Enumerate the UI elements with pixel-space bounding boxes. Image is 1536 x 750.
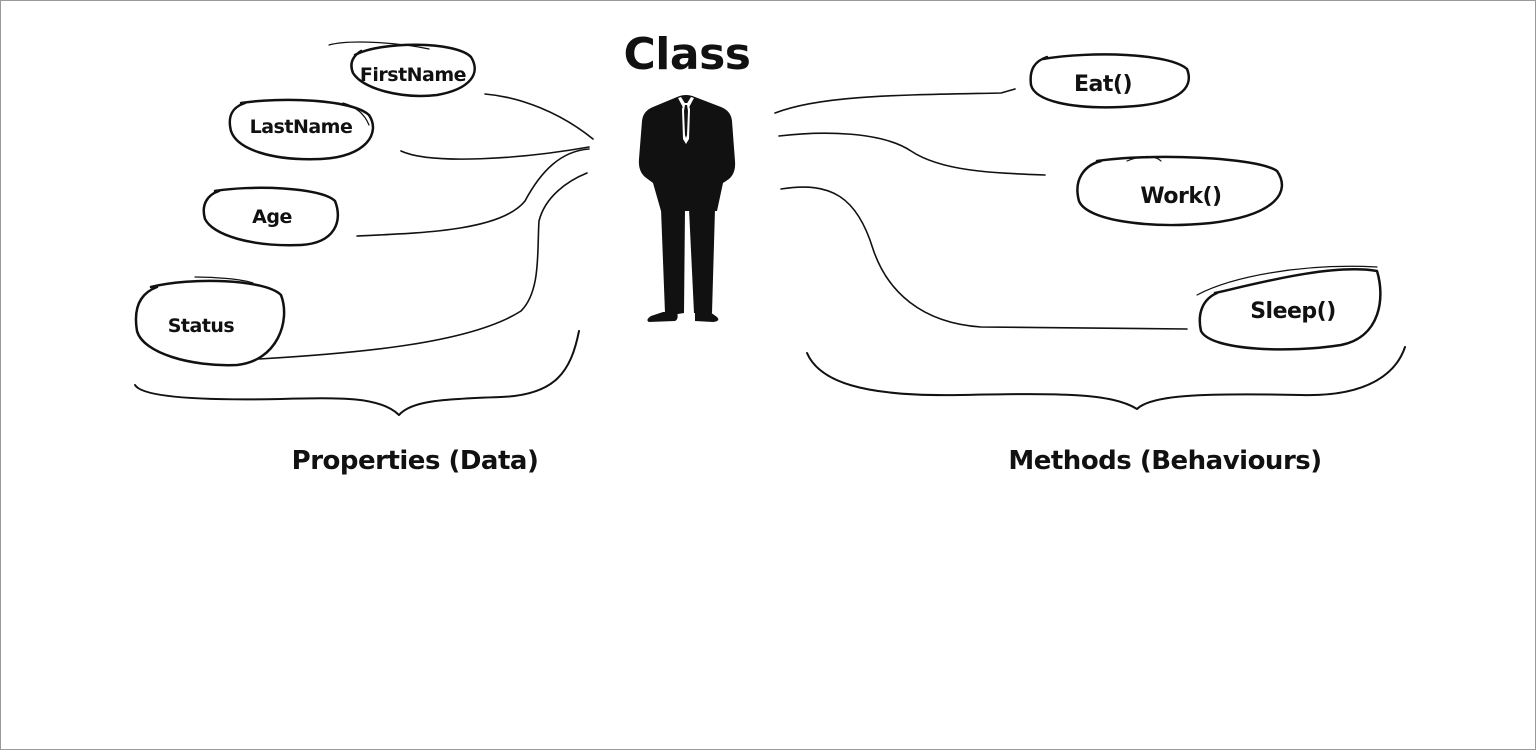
businessman-silhouette-icon: [638, 95, 736, 322]
method-eat-label: Eat(): [1074, 72, 1132, 97]
methods-group-label: Methods (Behaviours): [1008, 446, 1321, 476]
property-status-label: Status: [168, 315, 235, 337]
properties-brace: [134, 330, 580, 416]
property-firstname-label: FirstName: [360, 64, 466, 86]
property-lastname-label: LastName: [250, 116, 353, 138]
property-lastname-bubble: LastName: [228, 98, 375, 161]
method-sleep-bubble: Sleep(): [1196, 265, 1382, 351]
properties-group-label: Properties (Data): [292, 446, 539, 476]
property-age-bubble: Age: [202, 186, 340, 247]
property-age-label: Age: [252, 206, 292, 228]
method-connectors: [774, 88, 1188, 330]
property-firstname-bubble: FirstName: [328, 41, 476, 98]
property-connectors: [258, 93, 594, 360]
method-sleep-label: Sleep(): [1250, 299, 1336, 324]
methods-brace: [806, 346, 1406, 410]
method-work-bubble: Work(): [1076, 155, 1283, 227]
diagram-title: Class: [624, 29, 751, 80]
property-status-bubble: Status: [134, 276, 286, 367]
method-eat-bubble: Eat(): [1029, 53, 1190, 109]
method-work-label: Work(): [1140, 184, 1221, 209]
